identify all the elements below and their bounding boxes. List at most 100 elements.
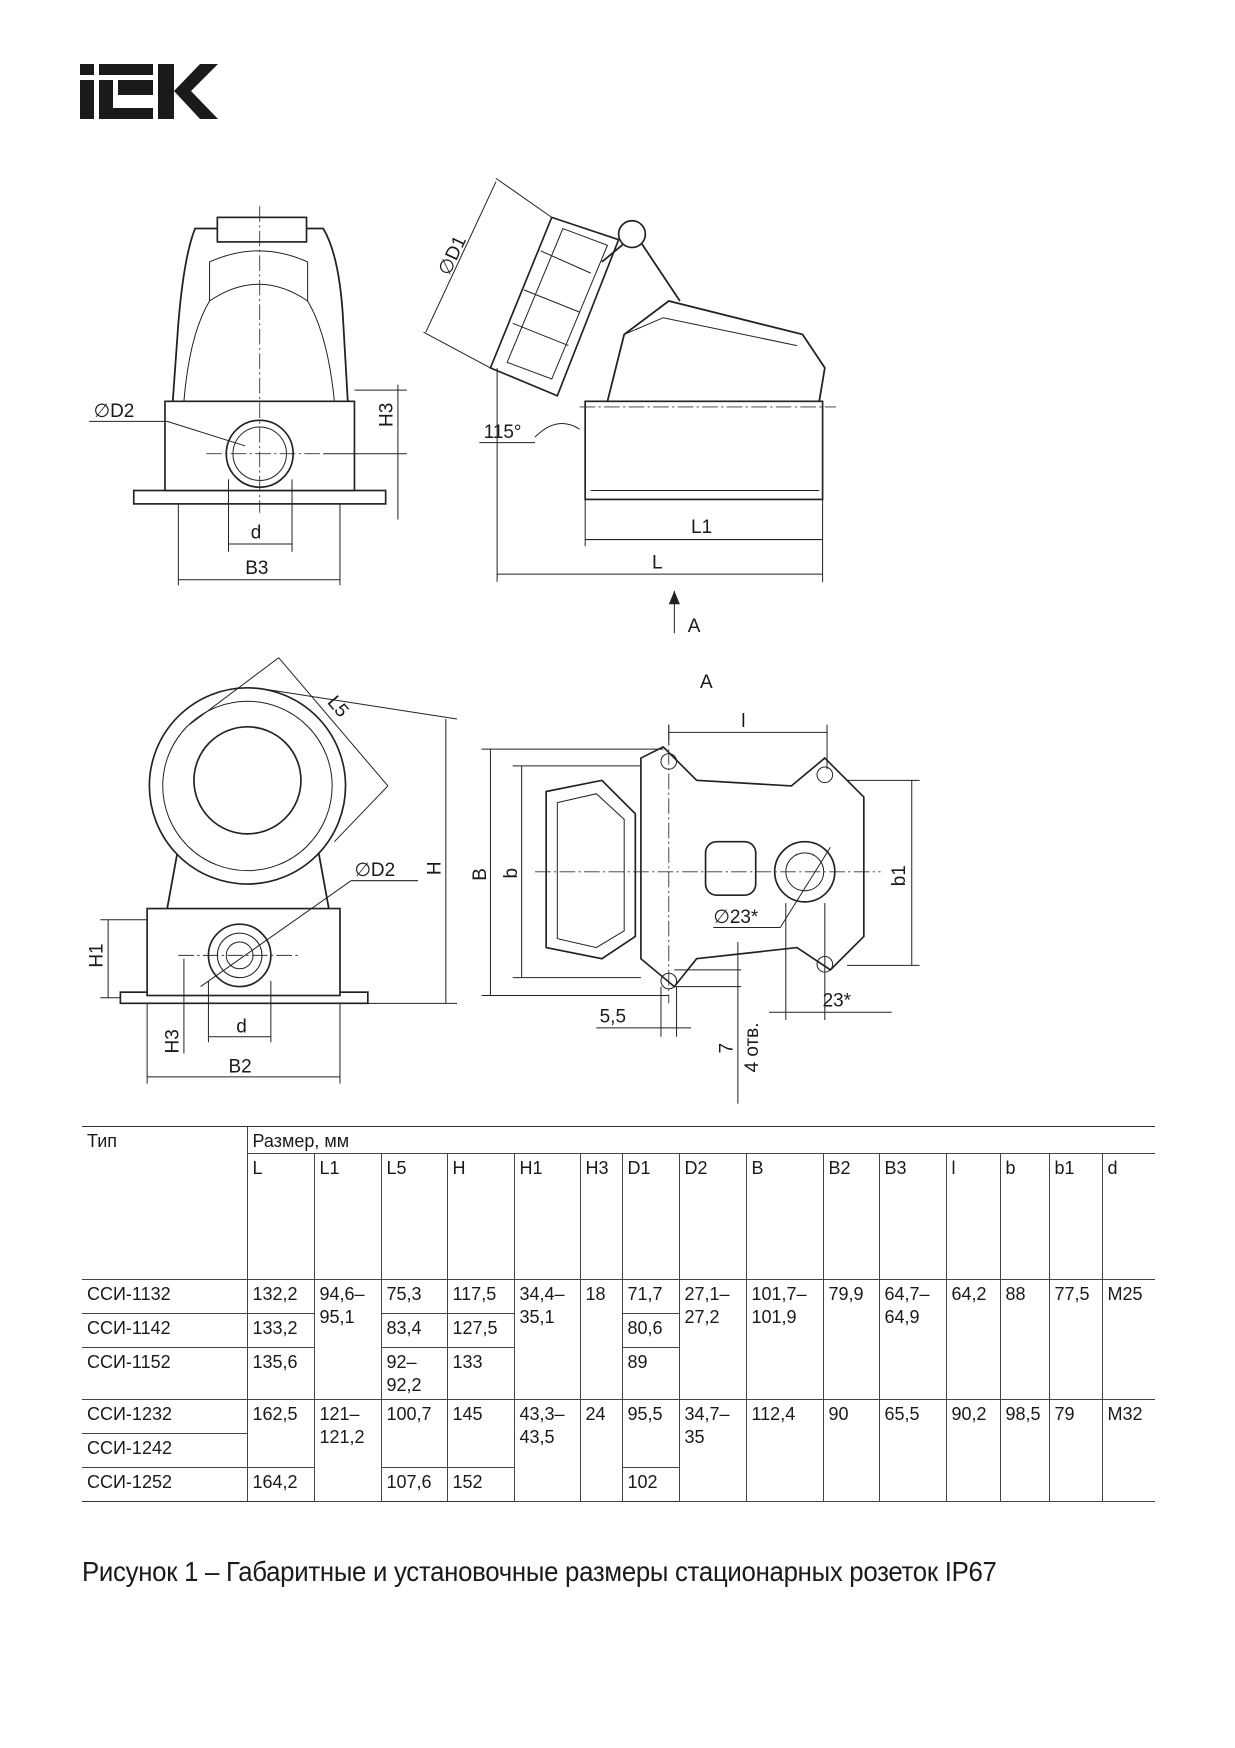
column-header: L5 xyxy=(380,1153,447,1280)
cell: 64,2 xyxy=(945,1279,1000,1400)
label-plate-23: 23* xyxy=(823,991,852,1012)
label-side-angle: 115° xyxy=(484,422,522,443)
cell: 64,7–64,9 xyxy=(878,1279,946,1400)
cell: 75,3 xyxy=(380,1279,447,1314)
top-view-drawing: L5 H ∅D2 H1 H3 d B2 xyxy=(87,657,458,1084)
cell: 112,4 xyxy=(745,1399,823,1502)
label-lower-h1: H1 xyxy=(87,943,108,967)
column-header: H3 xyxy=(579,1153,622,1280)
label-side-d1: ∅D1 xyxy=(435,233,471,279)
cell: 79 xyxy=(1048,1399,1102,1502)
column-header: B3 xyxy=(878,1153,946,1280)
cell: 145 xyxy=(446,1399,514,1468)
label-view-a-title: A xyxy=(700,672,713,693)
cell: 18 xyxy=(579,1279,622,1400)
cell: 98,5 xyxy=(999,1399,1049,1502)
cell: 24 xyxy=(579,1399,622,1502)
table-row: ССИ-1232 162,5 121–121,2 100,7 145 43,3–… xyxy=(82,1399,1156,1502)
cell: 117,5 xyxy=(446,1279,514,1314)
column-header: L1 xyxy=(313,1153,381,1280)
column-header: b1 xyxy=(1048,1153,1102,1280)
cell: 133 xyxy=(446,1347,514,1400)
cell: 90 xyxy=(822,1399,879,1502)
size-header: Размер, мм xyxy=(246,1126,1156,1154)
table-row: ССИ-1142 133,2 83,4 127,5 80,6 xyxy=(82,1313,1155,1348)
side-view-drawing: ∅D1 115° L1 L A xyxy=(423,177,836,637)
cell: 132,2 xyxy=(246,1279,314,1314)
table-column-headers: L L1 L5 H H1 H3 D1 D2 B B2 B3 l b b1 d xyxy=(82,1153,1156,1280)
view-a-drawing: A l B b b1 ∅23* 5,5 7 4 отв. 23* xyxy=(470,672,920,1104)
type-cell: ССИ-1142 xyxy=(82,1313,247,1348)
cell: 27,1–27,2 xyxy=(678,1279,746,1400)
column-header: H1 xyxy=(513,1153,580,1280)
iek-logo xyxy=(80,64,218,119)
label-front-b3: B3 xyxy=(245,558,268,579)
cell: 92–92,2 xyxy=(380,1347,447,1400)
type-header: Тип xyxy=(82,1126,247,1280)
table-row: ССИ-1152 135,6 92–92,2 133 89 xyxy=(82,1347,1155,1400)
table-header-row: Тип Размер, мм xyxy=(82,1126,1156,1280)
cell: 162,5 xyxy=(246,1399,314,1468)
cell: 102 xyxy=(621,1467,679,1502)
label-plate-l: l xyxy=(741,711,745,732)
dimensions-table: Тип Размер, мм L L1 L5 H H1 H3 D1 D2 B B… xyxy=(82,1126,1156,1502)
cell: 121–121,2 xyxy=(313,1399,381,1502)
label-plate-5-5: 5,5 xyxy=(600,1006,626,1027)
cell: 88 xyxy=(999,1279,1049,1400)
label-front-d: d xyxy=(251,522,262,543)
table-row: ССИ-1252 164,2 107,6 152 102 xyxy=(82,1467,1155,1502)
label-lower-h: H xyxy=(424,861,445,875)
column-header: H xyxy=(446,1153,514,1280)
column-header: L xyxy=(246,1153,314,1280)
cell: 65,5 xyxy=(878,1399,946,1502)
cell: 95,5 xyxy=(621,1399,679,1468)
cell: 83,4 xyxy=(380,1313,447,1348)
cell: 71,7 xyxy=(621,1279,679,1314)
cell: 100,7 xyxy=(380,1399,447,1468)
label-front-h3: H3 xyxy=(376,403,397,427)
type-cell: ССИ-1242 xyxy=(82,1433,247,1468)
label-lower-d2: ∅D2 xyxy=(354,860,395,881)
cell: 107,6 xyxy=(380,1467,447,1502)
cell: 127,5 xyxy=(446,1313,514,1348)
label-view-arrow-a: A xyxy=(688,616,701,637)
label-plate-b1: b1 xyxy=(889,865,910,886)
column-header: D2 xyxy=(678,1153,746,1280)
cell: 90,2 xyxy=(945,1399,1000,1502)
cell: 94,6–95,1 xyxy=(313,1279,381,1400)
column-header: B xyxy=(745,1153,823,1280)
figure-caption: Рисунок 1 – Габаритные и установочные ра… xyxy=(82,1556,997,1587)
cell: 77,5 xyxy=(1048,1279,1102,1400)
cell: 43,3–43,5 xyxy=(513,1399,580,1502)
label-front-d2: ∅D2 xyxy=(94,401,135,422)
column-header: b xyxy=(999,1153,1049,1280)
column-header: l xyxy=(945,1153,1000,1280)
label-lower-l5: L5 xyxy=(323,692,353,722)
label-lower-b2: B2 xyxy=(228,1056,251,1077)
column-header: B2 xyxy=(822,1153,879,1280)
cell: M25 xyxy=(1101,1279,1156,1400)
cell: 101,7–101,9 xyxy=(745,1279,823,1400)
cell: 80,6 xyxy=(621,1313,679,1348)
type-cell: ССИ-1252 xyxy=(82,1467,247,1502)
column-header: d xyxy=(1101,1153,1156,1280)
table-row: ССИ-1132 132,2 94,6–95,1 75,3 117,5 34,4… xyxy=(82,1279,1156,1400)
label-plate-4-holes: 4 отв. xyxy=(742,1023,763,1073)
label-lower-d: d xyxy=(236,1016,247,1037)
type-cell: ССИ-1232 xyxy=(82,1399,247,1434)
cell: 164,2 xyxy=(246,1467,314,1502)
label-plate-hole23: ∅23* xyxy=(713,907,759,928)
cell: 133,2 xyxy=(246,1313,314,1348)
cell: 34,4–35,1 xyxy=(513,1279,580,1400)
cell: 34,7–35 xyxy=(678,1399,746,1502)
table-row: ССИ-1242 xyxy=(82,1433,1155,1468)
label-plate-b: B xyxy=(470,868,491,881)
label-lower-h3: H3 xyxy=(162,1029,183,1053)
cell: 89 xyxy=(621,1347,679,1400)
label-side-l: L xyxy=(652,553,663,574)
cell: 79,9 xyxy=(822,1279,879,1400)
cell: 152 xyxy=(446,1467,514,1502)
label-plate-b-small: b xyxy=(501,868,522,879)
column-header: D1 xyxy=(621,1153,679,1280)
